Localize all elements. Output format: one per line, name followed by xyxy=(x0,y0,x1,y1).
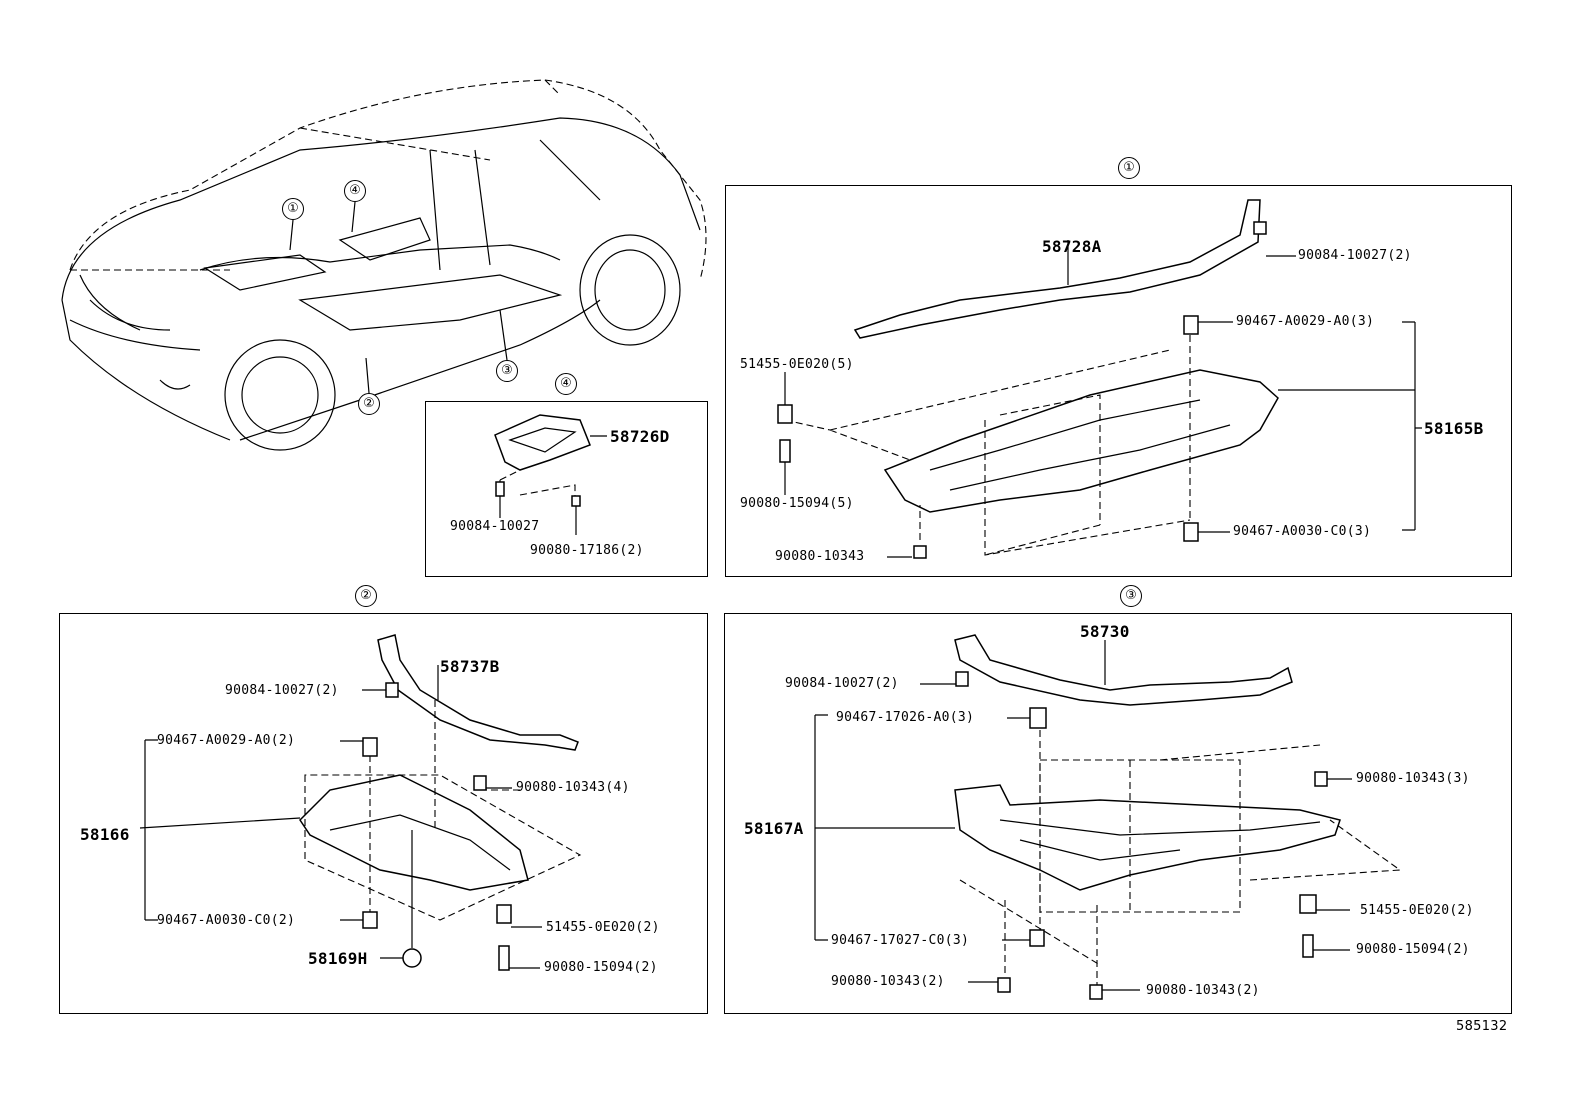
fastener-90467-A0029: 90467-A0029-A0(3) xyxy=(1236,314,1375,329)
part-58728A: 58728A xyxy=(1042,237,1102,256)
fastener-90080-10343: 90080-10343(3) xyxy=(1356,771,1470,786)
part-58167A: 58167A xyxy=(744,819,804,838)
panel2-title: ② xyxy=(355,585,377,607)
fastener-90080-10343-left: 90080-10343(2) xyxy=(831,974,945,989)
fastener-90080-15094: 90080-15094(5) xyxy=(740,496,854,511)
panel2-box xyxy=(59,613,708,1014)
fastener-90467-17026: 90467-17026-A0(3) xyxy=(836,710,975,725)
panel1-box xyxy=(725,185,1512,577)
fastener-90084-10027: 90084-10027 xyxy=(450,519,540,534)
fastener-90080-10343: 90080-10343 xyxy=(775,549,865,564)
part-58166: 58166 xyxy=(80,825,130,844)
panel1-title: ① xyxy=(1118,157,1140,179)
car-outline xyxy=(61,79,707,451)
fastener-90080-15094: 90080-15094(2) xyxy=(1356,942,1470,957)
fastener-90467-A0030: 90467-A0030-C0(2) xyxy=(157,913,296,928)
part-58730: 58730 xyxy=(1080,622,1130,641)
fastener-90084-10027: 90084-10027(2) xyxy=(225,683,339,698)
panel3-drawing xyxy=(814,634,1402,1000)
part-58726D: 58726D xyxy=(610,427,670,446)
panel4-box xyxy=(425,401,708,577)
callout-4: ④ xyxy=(344,180,366,202)
fastener-90467-A0029: 90467-A0029-A0(2) xyxy=(157,733,296,748)
fastener-90080-10343: 90080-10343(4) xyxy=(516,780,630,795)
fastener-90467-17027: 90467-17027-C0(3) xyxy=(831,933,970,948)
fastener-90084-10027: 90084-10027(2) xyxy=(1298,248,1412,263)
part-58737B: 58737B xyxy=(440,657,500,676)
fastener-90084-10027: 90084-10027(2) xyxy=(785,676,899,691)
callout-1: ① xyxy=(282,198,304,220)
diagram-id: 585132 xyxy=(1456,1019,1508,1034)
panel2-drawing xyxy=(139,634,582,971)
panel4-title: ④ xyxy=(555,373,577,395)
part-58169H: 58169H xyxy=(308,949,368,968)
fastener-90080-10343-right: 90080-10343(2) xyxy=(1146,983,1260,998)
panel3-title: ③ xyxy=(1120,585,1142,607)
panel4-drawing xyxy=(494,414,607,535)
fastener-51455-0E020: 51455-0E020(2) xyxy=(1360,903,1474,918)
part-58165B: 58165B xyxy=(1424,419,1484,438)
panel1-drawing xyxy=(777,199,1422,559)
fastener-90080-15094: 90080-15094(2) xyxy=(544,960,658,975)
panel3-box xyxy=(724,613,1512,1014)
fastener-51455-0E020: 51455-0E020(5) xyxy=(740,357,854,372)
fastener-90467-A0030: 90467-A0030-C0(3) xyxy=(1233,524,1372,539)
callout-2: ② xyxy=(358,393,380,415)
fastener-51455-0E020: 51455-0E020(2) xyxy=(546,920,660,935)
callout-3: ③ xyxy=(496,360,518,382)
fastener-90080-17186: 90080-17186(2) xyxy=(530,543,644,558)
